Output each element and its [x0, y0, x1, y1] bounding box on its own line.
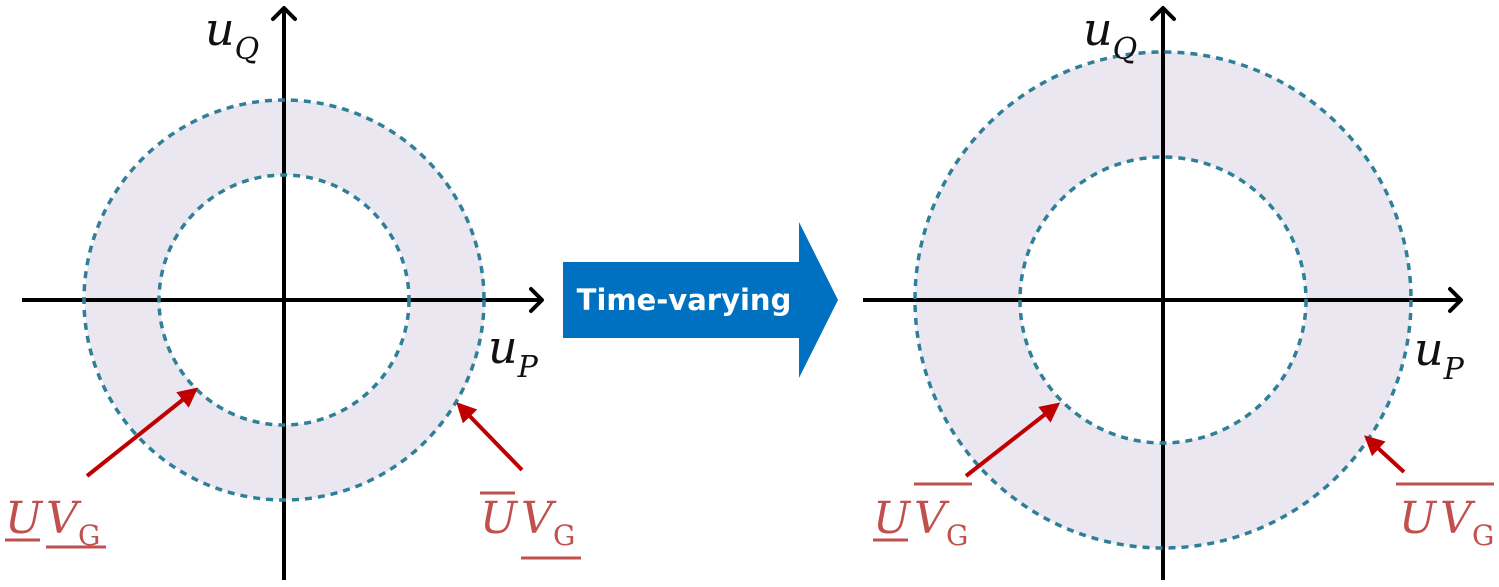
left-panel: uQ uP U V G U V G: [5, 2, 581, 580]
right-outer-circle: [913, 50, 1413, 550]
right-inner-label: U V G: [873, 482, 972, 552]
left-outer-label: U V G: [480, 491, 581, 560]
time-varying-arrow: Time-varying: [563, 222, 838, 378]
svg-text:G: G: [78, 519, 100, 552]
right-ring-fill: [915, 52, 1411, 548]
left-outer-callout-arrow: [456, 402, 524, 472]
right-x-axis-label: uP: [1414, 322, 1465, 387]
svg-text:U: U: [1399, 493, 1438, 544]
right-inner-callout-arrow: [964, 402, 1061, 478]
time-varying-arrow-shape: [563, 222, 838, 378]
right-outer-callout-arrow: [1364, 435, 1406, 474]
left-inner-label: U V G: [5, 493, 106, 552]
left-y-axis-arrowhead: [271, 6, 297, 21]
left-outer-circle: [82, 98, 486, 502]
svg-text:V: V: [46, 493, 82, 544]
svg-text:G: G: [946, 519, 968, 552]
right-panel: uQ uP U V G U V G: [863, 2, 1494, 580]
right-inner-circle: [1018, 155, 1308, 445]
time-varying-label: Time-varying: [577, 283, 792, 317]
right-x-axis-arrowhead: [1448, 287, 1463, 313]
left-x-axis-arrowhead: [529, 287, 544, 313]
svg-text:G: G: [553, 519, 575, 552]
svg-text:V: V: [521, 493, 557, 544]
svg-text:V: V: [914, 493, 950, 544]
svg-text:U: U: [480, 493, 519, 544]
right-y-axis-arrowhead: [1150, 6, 1176, 21]
right-y-axis-label: uQ: [1083, 2, 1137, 67]
svg-text:U: U: [5, 493, 44, 544]
right-outer-label: U V G: [1396, 482, 1494, 552]
svg-text:G: G: [1472, 519, 1494, 552]
left-inner-callout-arrow: [85, 387, 199, 478]
left-x-axis-label: uP: [488, 320, 539, 385]
left-y-axis-label: uQ: [205, 2, 259, 67]
svg-text:U: U: [873, 493, 912, 544]
left-inner-circle: [157, 173, 411, 427]
svg-text:V: V: [1440, 493, 1476, 544]
